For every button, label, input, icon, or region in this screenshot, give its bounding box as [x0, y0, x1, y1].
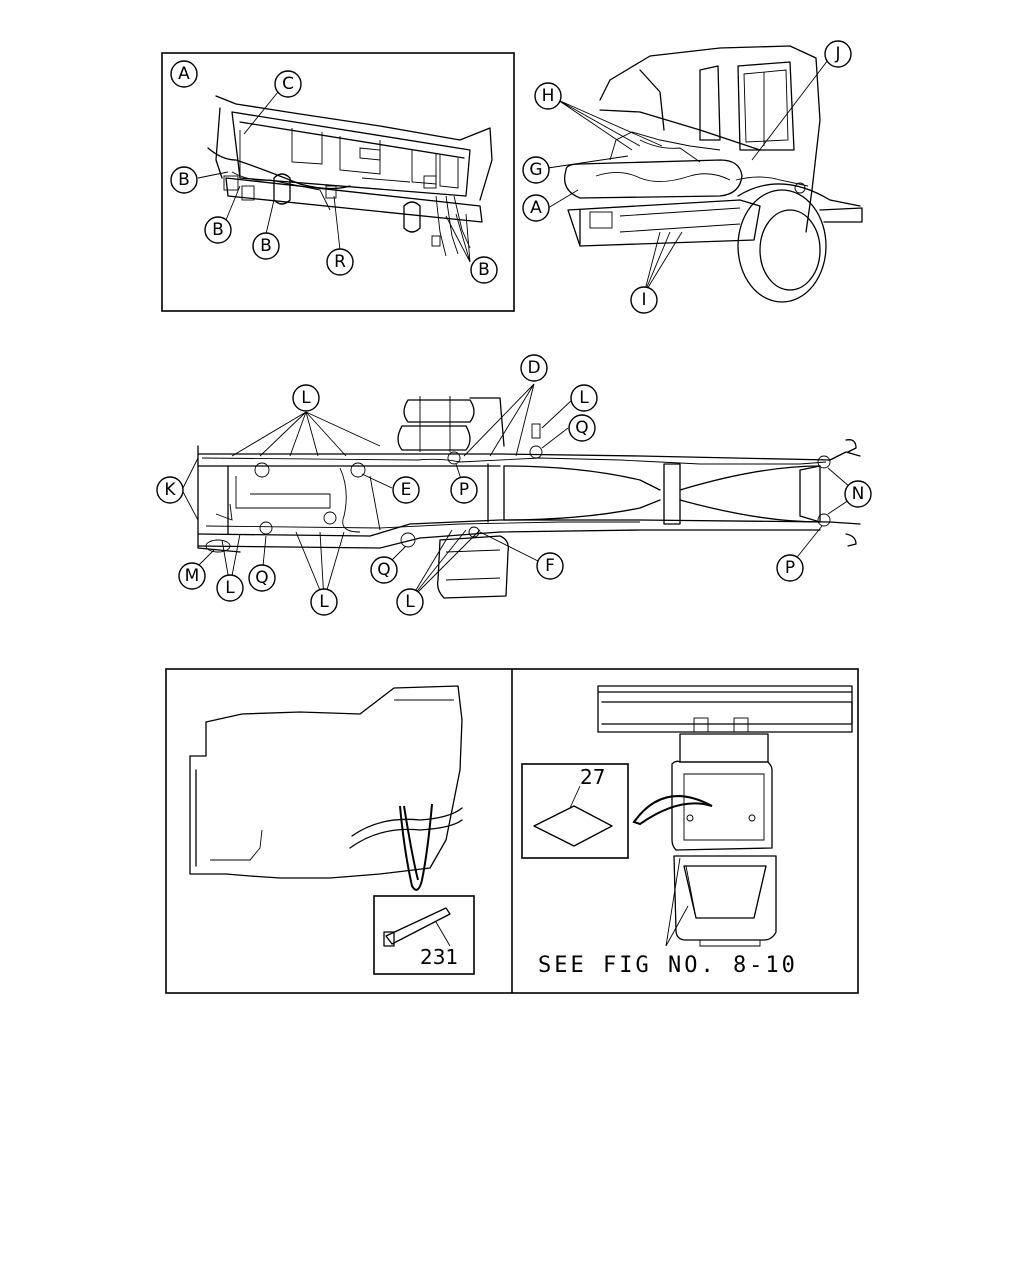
callout-ch-e: E	[392, 476, 420, 504]
callout-ch-m: M	[178, 562, 206, 590]
svg-text:L: L	[225, 578, 235, 598]
svg-text:G: G	[529, 160, 542, 180]
callout-ch-l1: L	[292, 384, 320, 412]
callout-a-b3: B	[252, 232, 280, 260]
panel-a	[161, 52, 515, 312]
svg-text:E: E	[401, 480, 412, 500]
svg-text:C: C	[282, 74, 294, 94]
svg-text:H: H	[542, 86, 555, 106]
see-figure-note: SEE FIG NO. 8-10	[538, 953, 798, 978]
svg-text:L: L	[319, 592, 329, 612]
callout-ch-f: F	[536, 552, 564, 580]
chassis-view	[181, 383, 861, 601]
callout-a-b2: B	[204, 216, 232, 244]
callout-cab-h: H	[534, 82, 562, 110]
callout-cab-j: J	[824, 40, 852, 68]
callout-ch-q1: Q	[568, 414, 596, 442]
callout-a-c: C	[274, 70, 302, 98]
callout-cab-g: G	[522, 156, 550, 184]
svg-text:L: L	[405, 592, 415, 612]
callout-ch-q2: Q	[248, 564, 276, 592]
svg-text:R: R	[334, 252, 346, 272]
part-number-231: 231	[420, 945, 458, 969]
part-number-27: 27	[580, 765, 605, 789]
svg-text:K: K	[164, 480, 176, 500]
callout-panel-a: A	[170, 60, 198, 88]
part-27-box	[521, 763, 629, 859]
svg-text:P: P	[459, 480, 469, 500]
callout-cab-i: I	[630, 286, 658, 314]
svg-text:B: B	[478, 260, 490, 280]
callout-ch-l3: L	[216, 574, 244, 602]
callout-cab-a: A	[522, 194, 550, 222]
callout-ch-n: N	[844, 480, 872, 508]
callout-ch-l2: L	[570, 384, 598, 412]
svg-text:Q: Q	[377, 560, 390, 580]
callout-a-b1: B	[170, 166, 198, 194]
svg-text:L: L	[301, 388, 311, 408]
callout-a-r: R	[326, 248, 354, 276]
svg-text:A: A	[530, 198, 542, 218]
callout-ch-l5: L	[396, 588, 424, 616]
callouts: A C B B B R B H J G A I L D L Q K E P N …	[156, 40, 872, 616]
callout-ch-d: D	[520, 354, 548, 382]
svg-text:B: B	[260, 236, 272, 256]
svg-text:J: J	[834, 44, 840, 64]
svg-text:Q: Q	[255, 568, 268, 588]
callout-ch-k: K	[156, 476, 184, 504]
svg-text:N: N	[852, 484, 865, 504]
callout-ch-l4: L	[310, 588, 338, 616]
callout-ch-q3: Q	[370, 556, 398, 584]
panel-a-frame	[161, 52, 515, 312]
callout-ch-p1: P	[450, 476, 478, 504]
svg-text:B: B	[212, 220, 224, 240]
svg-text:Q: Q	[575, 418, 588, 438]
callout-ch-p2: P	[776, 554, 804, 582]
svg-text:A: A	[178, 64, 190, 84]
svg-text:F: F	[545, 556, 555, 576]
svg-text:B: B	[178, 170, 190, 190]
svg-text:I: I	[641, 290, 646, 310]
svg-text:M: M	[185, 566, 200, 586]
svg-text:P: P	[785, 558, 795, 578]
cab-view	[547, 45, 863, 303]
detail-panels: 231 27 SEE FIG NO. 8-10	[165, 668, 859, 994]
svg-text:L: L	[579, 388, 589, 408]
svg-text:D: D	[527, 358, 540, 378]
part-231-box	[373, 895, 475, 975]
callout-a-b4: B	[470, 256, 498, 284]
